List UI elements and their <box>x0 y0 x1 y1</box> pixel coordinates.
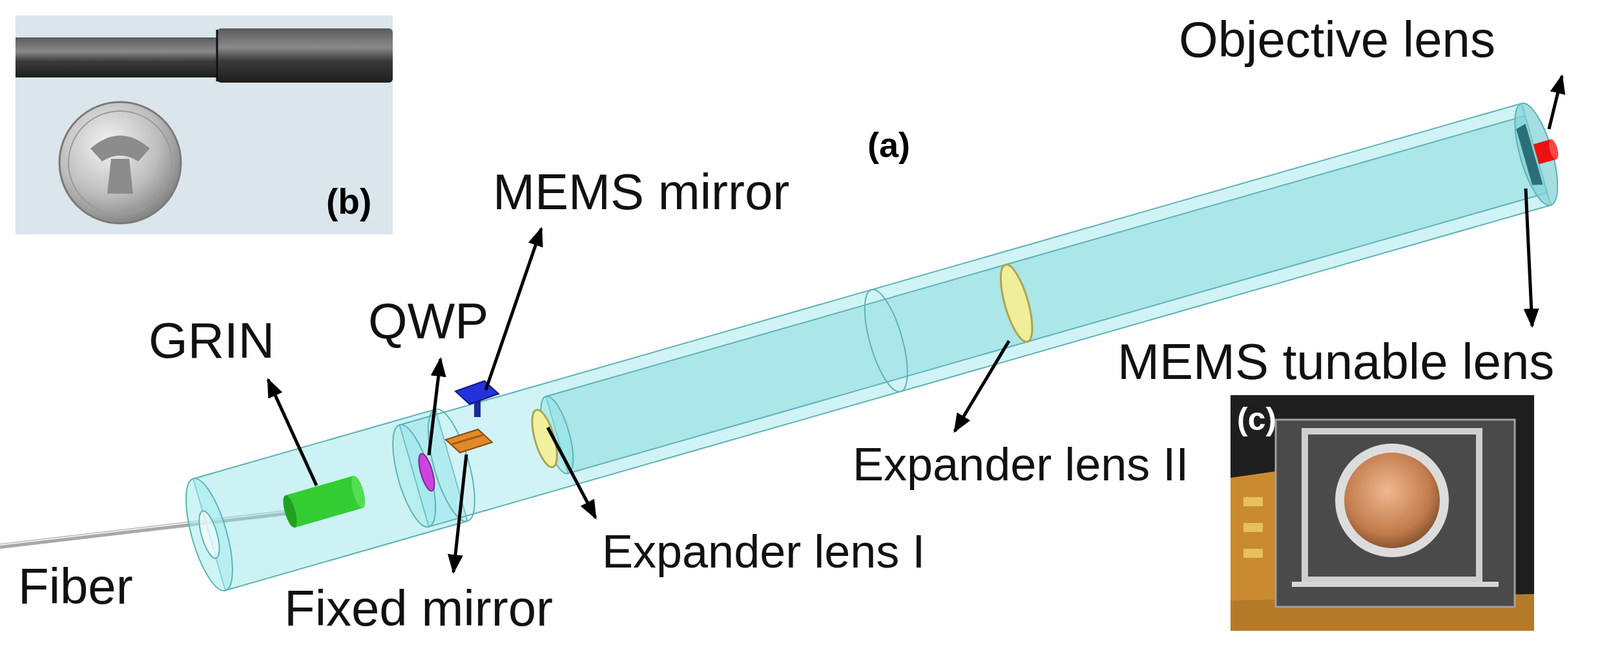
photo-inset <box>15 15 393 235</box>
part-label: Fixed mirror <box>284 581 553 637</box>
leader-arrow <box>453 454 467 573</box>
part-label: QWP <box>368 293 489 350</box>
contact-pad <box>1243 497 1263 507</box>
panel-letter: (b) <box>326 182 372 222</box>
lens-ring <box>1335 443 1449 558</box>
housing-cap <box>176 474 243 596</box>
leader-arrow <box>1525 188 1533 327</box>
contact-pad <box>1243 549 1263 559</box>
fiber-port <box>195 509 224 561</box>
grin-lens <box>280 494 300 530</box>
expander-lens <box>527 407 562 471</box>
spacer-ring <box>855 285 916 396</box>
grin-lens <box>348 474 369 510</box>
rod-step <box>216 29 219 82</box>
tunable-lens <box>1344 452 1440 549</box>
part-label: Expander lens I <box>602 526 925 578</box>
probe-housing <box>176 92 1573 596</box>
leader-arrow <box>268 379 317 486</box>
probe-rod <box>217 28 393 83</box>
expander-lens <box>994 261 1039 345</box>
panel-letter: (c) <box>1236 401 1277 438</box>
housing-step <box>384 420 445 531</box>
fixed-mirror <box>452 434 485 445</box>
leader-arrow <box>954 341 1009 432</box>
panel-letter: (a) <box>867 125 911 165</box>
part-label: Objective lens <box>1178 12 1496 68</box>
fixed-mirror <box>445 429 493 453</box>
coin <box>59 102 181 224</box>
contact-pad <box>1243 523 1263 533</box>
mems-mirror <box>455 381 499 405</box>
coin-eagle <box>90 135 150 194</box>
lens-frame <box>1304 431 1480 581</box>
part-label: Fiber <box>18 559 134 615</box>
leader-arrow <box>1548 76 1562 130</box>
spring-beam <box>1291 581 1499 588</box>
coin-rim <box>68 111 172 215</box>
part-label: Expander lens II <box>852 439 1189 491</box>
leader-arrows <box>268 76 1562 573</box>
leader-arrow <box>428 359 441 456</box>
grin-lens <box>285 476 364 528</box>
lens-chip <box>1275 419 1515 608</box>
leader-arrow <box>485 228 542 391</box>
photo-inset <box>1230 395 1535 632</box>
photo-ground <box>1230 395 1535 632</box>
part-label: MEMS tunable lens <box>1117 334 1555 391</box>
housing-tube <box>399 103 1551 528</box>
part-label: GRIN <box>148 313 275 369</box>
qwp-plate <box>415 452 438 493</box>
probe-rod <box>15 37 223 78</box>
photo-ground <box>15 15 393 235</box>
housing-cap <box>1506 98 1567 210</box>
objective-lens <box>1547 138 1560 161</box>
part-label: MEMS mirror <box>492 164 790 221</box>
leader-arrow <box>547 427 596 519</box>
